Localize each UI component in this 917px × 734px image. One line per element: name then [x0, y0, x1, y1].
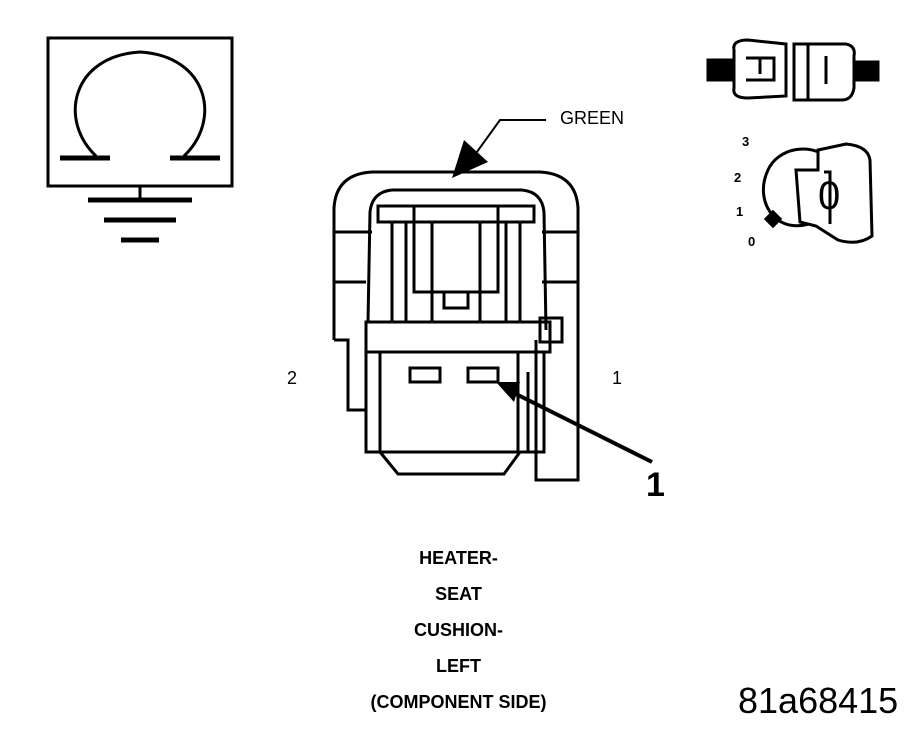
pin-label-right: 1: [612, 368, 623, 388]
key-position-3: 3: [742, 134, 750, 149]
key-position-0: 0: [748, 234, 756, 249]
caption-line-4: LEFT: [436, 656, 481, 676]
caption-line-2: SEAT: [435, 584, 482, 604]
caption-line-3: CUSHION-: [414, 620, 503, 640]
ignition-key-icon: [762, 142, 874, 244]
caption-line-1: HEATER-: [419, 548, 498, 568]
key-position-1: 1: [736, 204, 744, 219]
pin-cavities: [408, 366, 500, 384]
key-position-2: 2: [734, 170, 742, 185]
caption-line-5: (COMPONENT SIDE): [370, 692, 547, 712]
ohmmeter-ground-icon: [46, 36, 234, 243]
callout-label: 1: [646, 466, 665, 504]
connector-disconnect-icon: [706, 38, 880, 102]
pin-cavity-1: [466, 366, 500, 384]
figure-id: 81a68415: [738, 680, 899, 721]
pin-cavity-2: [408, 366, 442, 384]
pin-label-left: 2: [287, 368, 298, 388]
green-leader-arrow: [452, 119, 546, 178]
connector-housing: [332, 170, 580, 482]
connector-color-label: GREEN: [560, 108, 625, 128]
key-glyph: 0: [818, 174, 841, 218]
callout-arrow: [496, 382, 653, 464]
